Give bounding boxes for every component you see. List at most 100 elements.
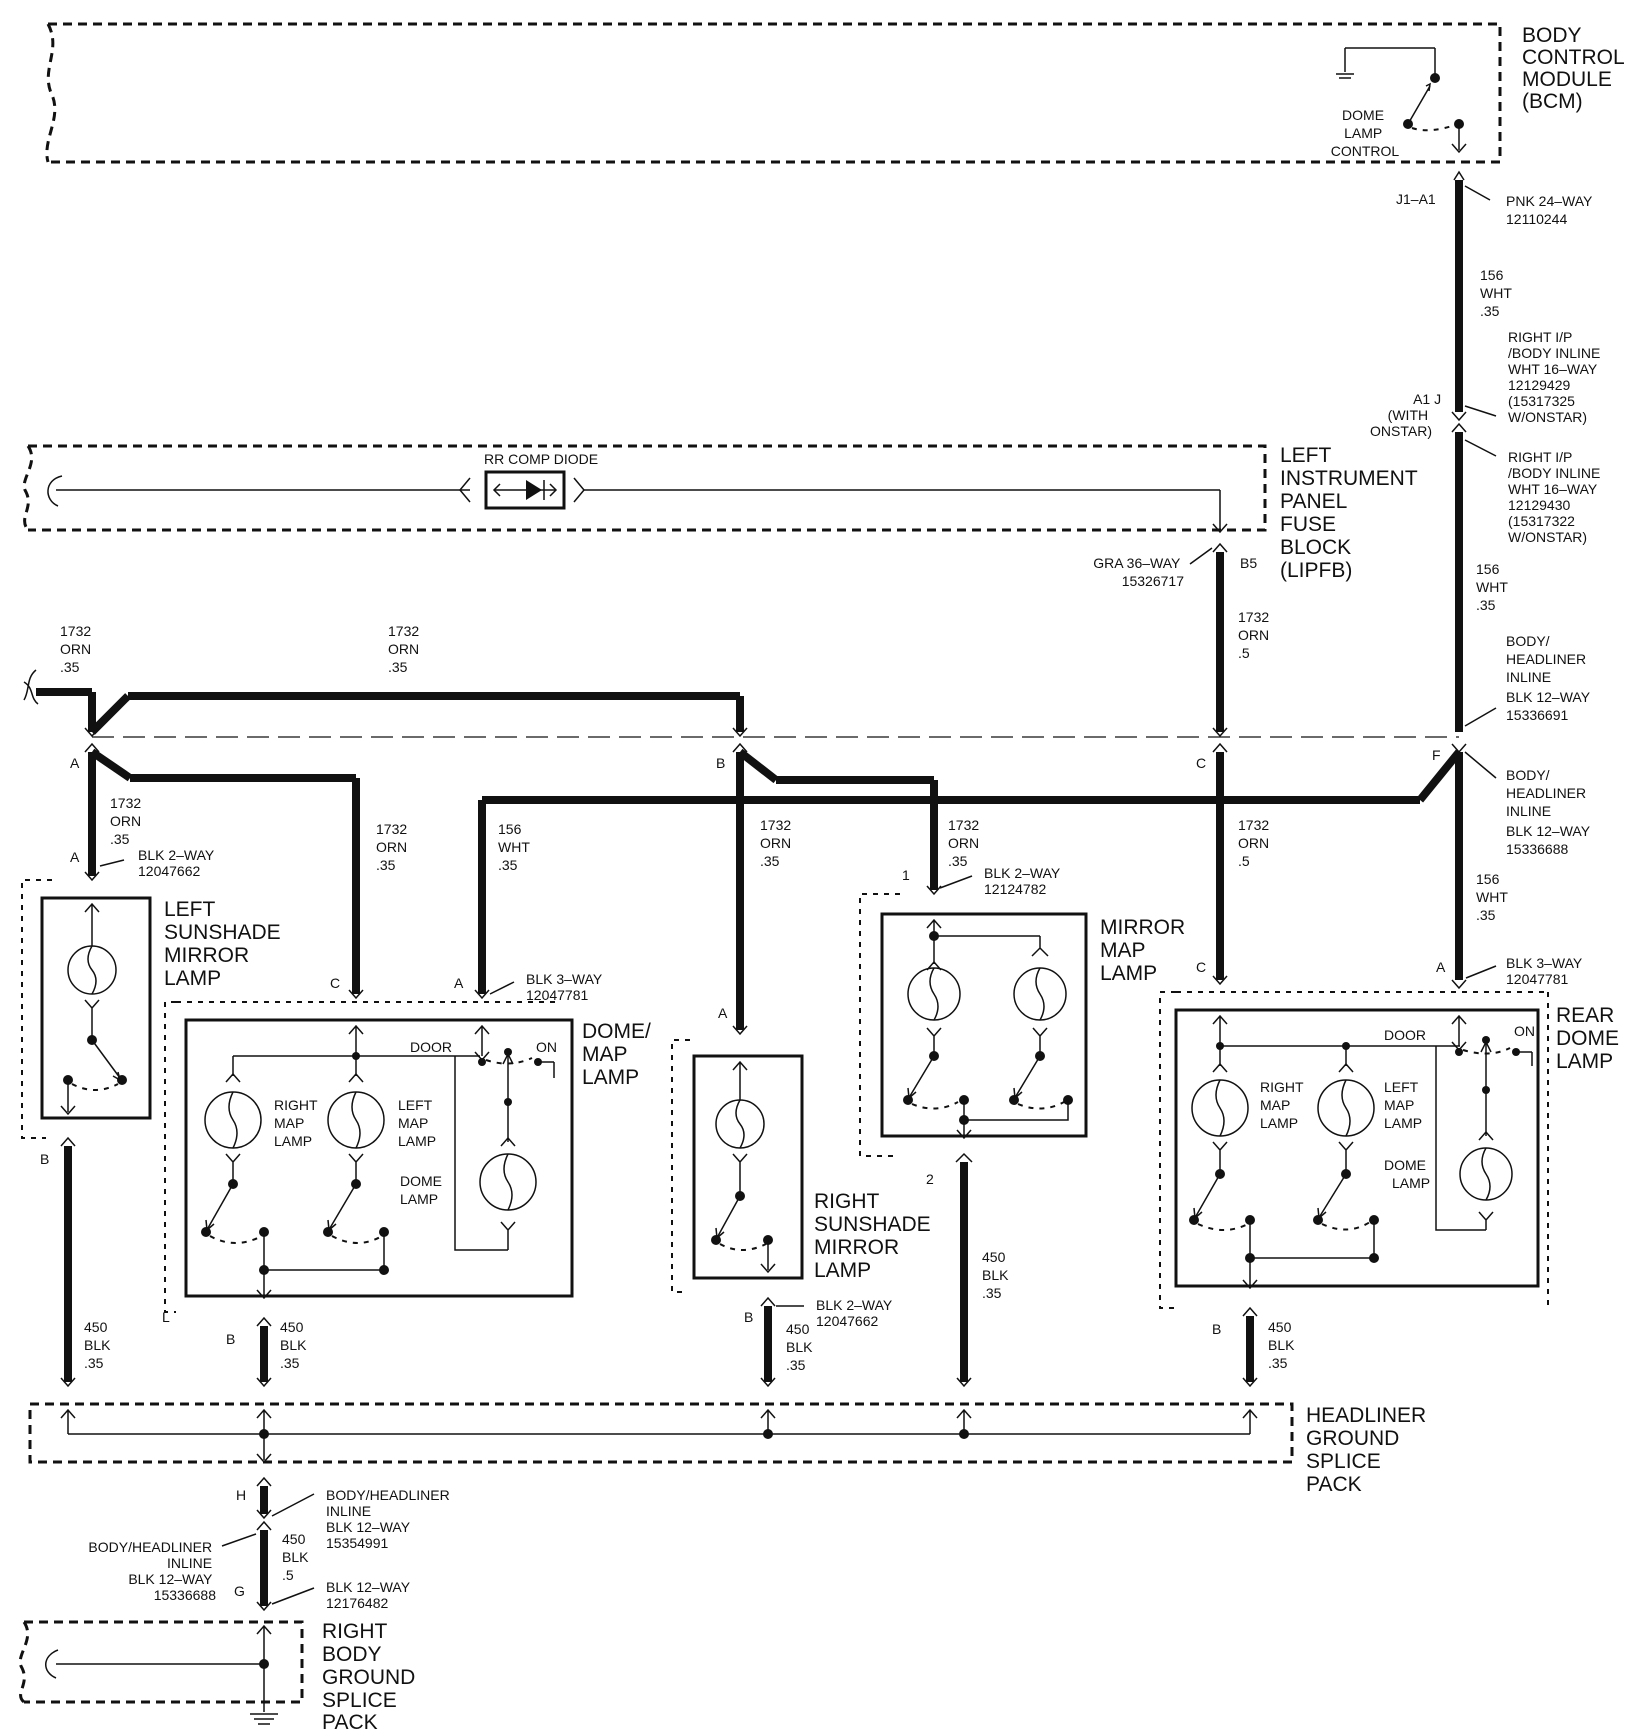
wire-156-dome-label: 156 WHT .35 [498,821,534,873]
ground-icon [250,1713,278,1725]
dome-connector-label: BLK 3–WAY 12047781 [526,971,606,1003]
ground-inline-lower-label: BODY/HEADLINER INLINE BLK 12–WAY 1533668… [88,1539,216,1603]
right-body-splice-label: RIGHT BODY GROUND SPLICE PACK [322,1620,421,1732]
pin-lsun-b: B [40,1151,49,1167]
wire-156-lower-label: 156 WHT .35 [1476,871,1512,923]
wire-1732-dome-label: 1732 ORN .35 [376,821,411,873]
wire-1732-left-label: 1732 ORN .35 [110,795,145,847]
wire-1732-mirror-label: 1732 ORN .35 [948,817,983,869]
left-sunshade-connector-label: BLK 2–WAY 12047662 [138,847,218,879]
dome-lamp-control-switch [1336,47,1467,154]
pin-gnd-g: G [234,1583,245,1599]
wire-1732-left-branch [84,742,364,1000]
mirror-map-lamp [859,893,1088,1157]
right-body-ground-splice-pack [18,1620,304,1712]
dome-dome-label: DOME LAMP [400,1173,446,1207]
wire-450-rear-label: 450 BLK .35 [1268,1319,1298,1371]
bcm-module [45,22,1502,164]
pin-lsun-a: A [70,849,80,865]
bcm-connector-label: PNK 24–WAY 12110244 [1506,193,1596,227]
wire-450-ground-label: 450 BLK .5 [282,1531,312,1583]
headliner-splice-label: HEADLINER GROUND SPLICE PACK [1306,1404,1432,1496]
ground-blk12-label: BLK 12–WAY 12176482 [326,1579,414,1611]
dome-map-lamp-label: DOME/ MAP LAMP [582,1020,657,1089]
wire-1732-top-bus [23,669,748,738]
wire-156-wht [1451,170,1467,990]
mirror-map-lamp-label: MIRROR MAP LAMP [1100,916,1191,985]
right-sunshade-label: RIGHT SUNSHADE MIRROR LAMP [814,1190,937,1282]
pin-rsun-b: B [744,1309,753,1325]
pin-dome-l: L [162,1309,170,1325]
rear-right-map-label: RIGHT MAP LAMP [1260,1079,1307,1131]
pin-mirror-1: 1 [902,867,910,883]
wire-1732-rear-label: 1732 ORN .5 [1238,817,1273,869]
wire-450-mirror [955,1152,973,1388]
wire-1732-lipfb [1212,542,1228,738]
pin-inline-a: A [70,755,80,771]
wire-450-rsun [760,1296,776,1388]
wire-450-left-label: 450 BLK .35 [84,1319,114,1371]
wire-450-mirror-label: 450 BLK .35 [982,1249,1012,1301]
rear-on-label: ON [1514,1023,1535,1039]
rear-dome-label: DOME LAMP [1384,1157,1430,1191]
wire-1732-left-top-label: 1732 ORN .35 [60,623,95,675]
rr-comp-diode-label: RR COMP DIODE [484,451,598,467]
right-sunshade-connector-label: BLK 2–WAY 12047662 [816,1297,896,1329]
dome-right-map-label: RIGHT MAP LAMP [274,1097,321,1149]
headliner-inline-upper-label: BODY/ HEADLINER INLINE BLK 12–WAY 153366… [1506,633,1594,723]
lipfb-connector-label: GRA 36–WAY 15326717 [1093,555,1184,589]
left-sunshade-mirror-lamp [21,879,152,1139]
left-sunshade-label: LEFT SUNSHADE MIRROR LAMP [164,898,287,990]
lipfb-label: LEFT INSTRUMENT PANEL FUSE BLOCK (LIPFB) [1280,444,1423,582]
pin-inline-f: F [1432,747,1441,763]
wire-156-dome-branch [474,749,1463,1000]
wire-1732-b-branch [732,742,942,1036]
dome-left-map-label: LEFT MAP LAMP [398,1097,436,1149]
pin-gnd-h: H [236,1487,246,1503]
pin-rsun-a: A [718,1005,728,1021]
rear-dome-lamp [1159,991,1549,1309]
wire-450-dome [256,1316,272,1388]
wire-450-left [60,1136,76,1388]
rear-door-label: DOOR [1384,1027,1426,1043]
wire-156-mid-label: 156 WHT .35 [1476,561,1512,613]
mirror-connector-label: BLK 2–WAY 12124782 [984,865,1064,897]
wire-1732-rsun-label: 1732 ORN .35 [760,817,795,869]
wire-1732-top-label: 1732 ORN .35 [388,623,423,675]
wire-1732-lipfb-label: 1732 ORN .5 [1238,609,1273,661]
pin-mirror-2: 2 [926,1171,934,1187]
pin-rear-a: A [1436,959,1446,975]
wire-156-upper-label: 156 WHT .35 [1480,267,1516,319]
headliner-inline-lower-label: BODY/ HEADLINER INLINE BLK 12–WAY 153366… [1506,767,1594,857]
pin-dome-b: B [226,1331,235,1347]
pin-rear-b: B [1212,1321,1221,1337]
rear-connector-label: BLK 3–WAY 12047781 [1506,955,1586,987]
ip-inline-upper-label: RIGHT I/P /BODY INLINE WHT 16–WAY 121294… [1508,329,1604,425]
right-sunshade-mirror-lamp [671,1039,804,1293]
pin-inline-c: C [1196,755,1206,771]
pin-dome-c: C [330,975,340,991]
bcm-label: BODY CONTROL MODULE (BCM) [1522,24,1630,113]
rear-left-map-label: LEFT MAP LAMP [1384,1079,1422,1131]
headliner-ground-splice-pack [28,1402,1294,1464]
ip-inline-pin-label: A1 J (WITH ONSTAR) [1370,391,1445,439]
dome-map-lamp [164,1001,574,1313]
dome-on-label: ON [536,1039,557,1055]
bcm-connector-pin: J1–A1 [1396,191,1436,207]
wire-450-rsun-label: 450 BLK .35 [786,1321,816,1373]
wire-450-dome-label: 450 BLK .35 [280,1319,310,1371]
dome-door-label: DOOR [410,1039,452,1055]
pin-rear-c: C [1196,959,1206,975]
lipfb-connector-pin: B5 [1240,555,1257,571]
wire-1732-rear-branch [1212,742,1228,986]
dome-lamp-control-label: DOME LAMP CONTROL [1331,107,1400,159]
rear-dome-lamp-label: REAR DOME LAMP [1556,1004,1625,1073]
ip-inline-lower-label: RIGHT I/P /BODY INLINE WHT 16–WAY 121294… [1508,449,1604,545]
ground-inline-upper-label: BODY/HEADLINER INLINE BLK 12–WAY 1535499… [326,1487,454,1551]
wire-450-ground [256,1476,272,1612]
wire-450-rear [1242,1306,1258,1388]
lipfb-module [22,444,1267,534]
pin-dome-a: A [454,975,464,991]
pin-inline-b: B [716,755,725,771]
